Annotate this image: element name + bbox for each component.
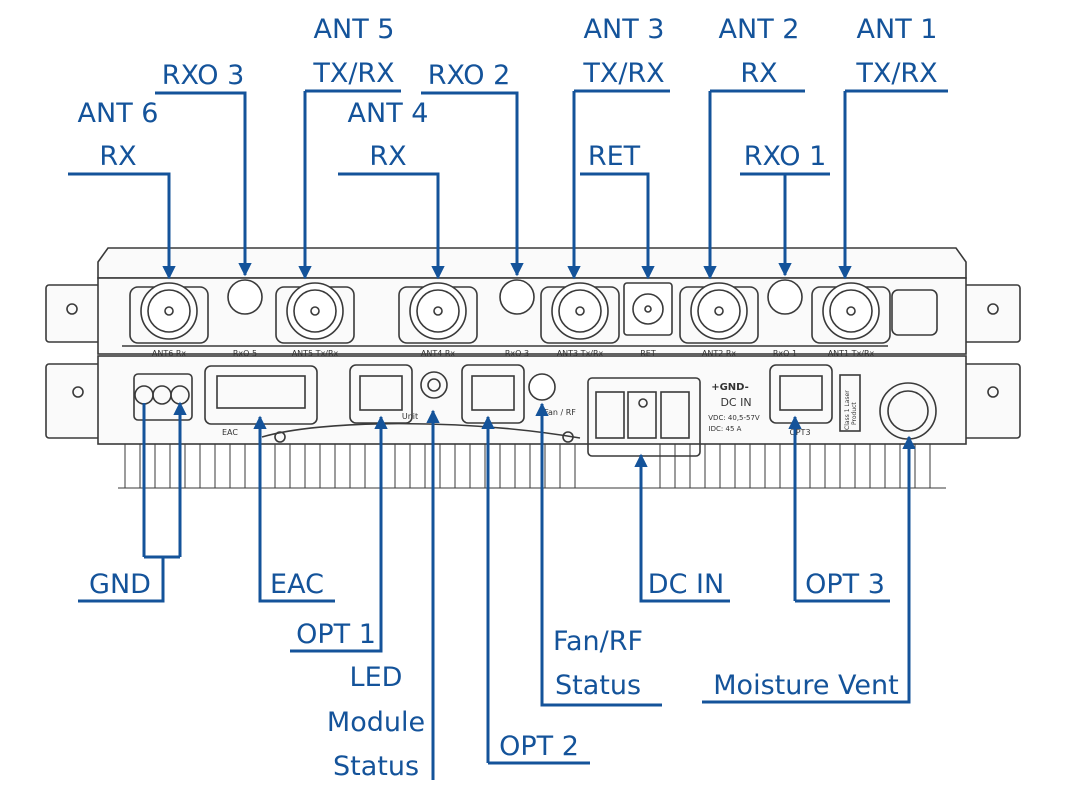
label-rxo1: RXO 1	[743, 141, 827, 172]
panel-label-vdc: VDC: 40,5-57V	[708, 414, 760, 422]
label-rxo2: RXO 2	[427, 60, 511, 91]
callout-line-eac	[253, 415, 335, 603]
callout-line-rxo2	[421, 91, 524, 277]
callout-line-opt2	[488, 417, 590, 765]
label-ant2-line2: RX	[740, 58, 778, 89]
label-opt2: OPT 2	[499, 731, 579, 762]
label-ret: RET	[587, 141, 641, 172]
panel-label-rxo5: RxO 5	[233, 349, 257, 358]
callout-line-ant5	[305, 89, 401, 278]
callout-line-rxo3	[155, 91, 252, 277]
callout-line-ant6	[68, 172, 176, 280]
label-opt3: OPT 3	[805, 569, 885, 600]
panel-label-ant3: ANT3 Tx/Rx	[557, 349, 604, 358]
label-ant4-line1: ANT 4	[347, 98, 429, 129]
label-eac: EAC	[270, 569, 324, 600]
panel-label-rxo1: RxO 1	[773, 349, 797, 358]
callout-line-ant3	[574, 89, 670, 278]
panel-label-idc: IDC: 45 A	[709, 425, 742, 433]
label-gnd: GND	[89, 569, 151, 600]
panel-label-laser-1: Class 1 Laser	[844, 390, 851, 430]
callout-line-gnd	[78, 407, 182, 603]
label-opt1: OPT 1	[296, 619, 376, 650]
callout-line-ret	[580, 172, 655, 280]
label-ant1-line2: TX/RX	[856, 58, 938, 89]
callout-line-ant4	[338, 172, 445, 280]
callout-line-gnd-arrows	[142, 403, 180, 420]
label-ant4-line2: RX	[369, 141, 407, 172]
panel-labels: ANT6 Rx RxO 5 ANT5 Tx/Rx ANT4 Rx RxO 3 A…	[152, 349, 875, 437]
device-drawing	[45, 247, 1021, 489]
label-ant1-line1: ANT 1	[856, 14, 938, 45]
label-fan-line2: Status	[554, 670, 642, 701]
callout-line-fan	[535, 402, 662, 707]
panel-label-laser-2: Product	[851, 402, 858, 425]
panel-label-ant1: ANT1 Tx/Rx	[828, 349, 875, 358]
panel-label-led: Unit	[402, 412, 418, 421]
label-moisture-vent: Moisture Vent	[713, 670, 899, 701]
label-dcin: DC IN	[647, 569, 725, 600]
panel-label-eac: EAC	[222, 428, 238, 437]
label-ant3-line1: ANT 3	[583, 14, 665, 45]
label-led-line3: Status	[332, 751, 420, 782]
label-ant2-line1: ANT 2	[718, 14, 800, 45]
panel-label-ret: RET	[640, 349, 656, 358]
callout-line-vent	[702, 435, 916, 704]
panel-label-opt3: OPT3	[789, 428, 810, 437]
panel-label-ant2: ANT2 Rx	[702, 349, 737, 358]
panel-label-rxo3: RxO 3	[505, 349, 529, 358]
label-fan-line1: Fan/RF	[552, 626, 644, 657]
panel-label-ant5: ANT5 Tx/Rx	[292, 349, 339, 358]
label-rxo3: RXO 3	[161, 60, 245, 91]
callout-line-rxo1	[740, 172, 830, 275]
label-ant6-line2: RX	[99, 141, 137, 172]
label-ant6-line1: ANT 6	[77, 98, 159, 129]
callout-line-ant1	[845, 89, 948, 278]
callout-line-opt3	[795, 417, 890, 603]
panel-label-fan: Fan / RF	[544, 408, 576, 417]
callout-lines	[68, 89, 948, 780]
label-led-line1: LED	[349, 662, 403, 693]
label-ant5-line2: TX/RX	[313, 58, 395, 89]
panel-label-ant4: ANT4 Rx	[421, 349, 456, 358]
panel-label-dc-in: DC IN	[720, 396, 751, 409]
label-ant5-line1: ANT 5	[313, 14, 395, 45]
callout-line-ant2	[710, 89, 805, 278]
callout-line-dcin	[634, 453, 730, 603]
label-led-line2: Module	[326, 707, 426, 738]
panel-label-ant6: ANT6 Rx	[152, 349, 187, 358]
callout-line-opt1	[290, 415, 388, 653]
label-ant3-line2: TX/RX	[583, 58, 665, 89]
panel-label-gnd-box: +GND-	[711, 382, 749, 393]
